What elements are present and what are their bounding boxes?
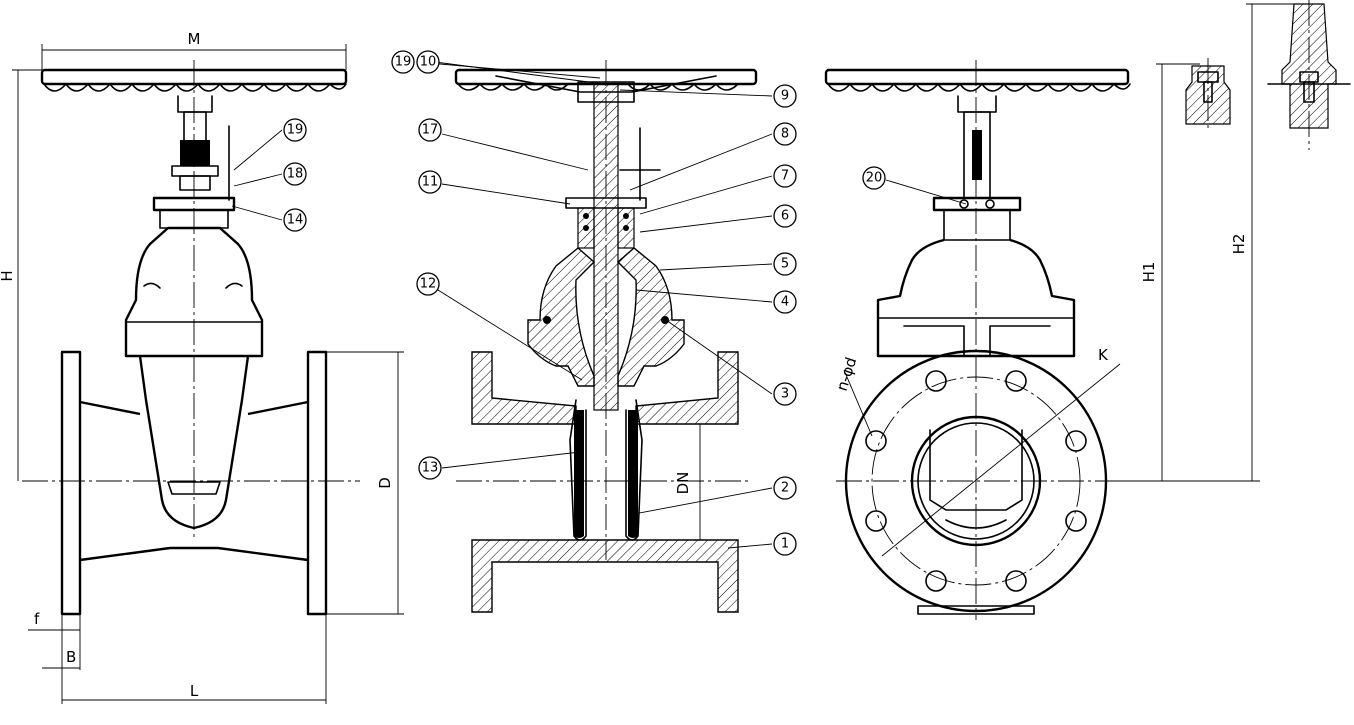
callout-17: 17 [418, 118, 442, 142]
callout-14: 13 [418, 456, 442, 480]
dim-H1-label: H1 [1140, 262, 1158, 283]
dim-H2-label: H2 [1230, 234, 1248, 255]
svg-text:6: 6 [781, 209, 789, 224]
front-view [22, 60, 360, 616]
handwheel-grip-front [43, 83, 347, 92]
height-dimensions: H1 H2 [1116, 3, 1296, 482]
svg-text:10: 10 [420, 55, 437, 70]
dim-D-label: D [376, 477, 394, 489]
callout-3: 3 [773, 382, 797, 406]
callout-19: 19 [283, 118, 307, 142]
svg-text:5: 5 [781, 257, 789, 272]
svg-text:19: 19 [395, 55, 412, 70]
section-view: DN [454, 60, 758, 613]
dim-f-label: f [34, 610, 40, 628]
callout-11: 19 [391, 50, 415, 74]
svg-text:20: 20 [866, 171, 883, 186]
dim-L-label: L [190, 682, 199, 700]
leader-lines [231, 61, 967, 549]
callout-18: 18 [283, 162, 307, 186]
dim-DN-label: DN [674, 472, 692, 495]
svg-text:12: 12 [420, 277, 437, 292]
svg-text:18: 18 [287, 167, 304, 182]
callouts: 19 10 9 8 7 6 5 4 3 2 1 17 11 12 13 19 1… [283, 50, 886, 556]
right-flange [306, 350, 328, 616]
callout-9: 9 [773, 84, 797, 108]
callout-12: 11 [418, 170, 442, 194]
left-flange [60, 350, 82, 616]
stem-nut-front [180, 140, 210, 166]
callout-13: 12 [416, 272, 440, 296]
svg-text:1: 1 [781, 537, 789, 552]
callout-10: 10 [416, 50, 440, 74]
svg-text:17: 17 [422, 123, 439, 138]
svg-text:9: 9 [781, 89, 789, 104]
svg-text:7: 7 [781, 169, 789, 184]
callout-1: 1 [773, 532, 797, 556]
front-dimensions: M H D f B L [0, 30, 404, 704]
stem-cap-long [1267, 0, 1351, 150]
callout-16: 14 [283, 208, 307, 232]
dim-nphi-label: n-φd [833, 355, 861, 393]
callout-7: 7 [773, 164, 797, 188]
dim-M-label: M [188, 30, 201, 48]
callout-5: 5 [773, 252, 797, 276]
side-view: K n-φd [824, 60, 1131, 620]
callout-6: 6 [773, 204, 797, 228]
svg-text:14: 14 [287, 213, 304, 228]
svg-text:3: 3 [781, 387, 789, 402]
dim-B-label: B [66, 648, 76, 666]
callout-4: 4 [773, 290, 797, 314]
bolt-holes [865, 370, 1087, 592]
svg-text:2: 2 [781, 481, 789, 496]
dim-H-label: H [0, 270, 16, 281]
callout-8: 8 [773, 122, 797, 146]
callout-20: 20 [862, 166, 886, 190]
svg-text:13: 13 [422, 461, 439, 476]
callout-2: 2 [773, 476, 797, 500]
svg-text:4: 4 [781, 295, 789, 310]
svg-text:19: 19 [287, 123, 304, 138]
dim-K-label: K [1098, 346, 1109, 364]
svg-text:8: 8 [781, 127, 789, 142]
svg-text:11: 11 [422, 175, 439, 190]
stem-cap-short [1185, 58, 1231, 130]
